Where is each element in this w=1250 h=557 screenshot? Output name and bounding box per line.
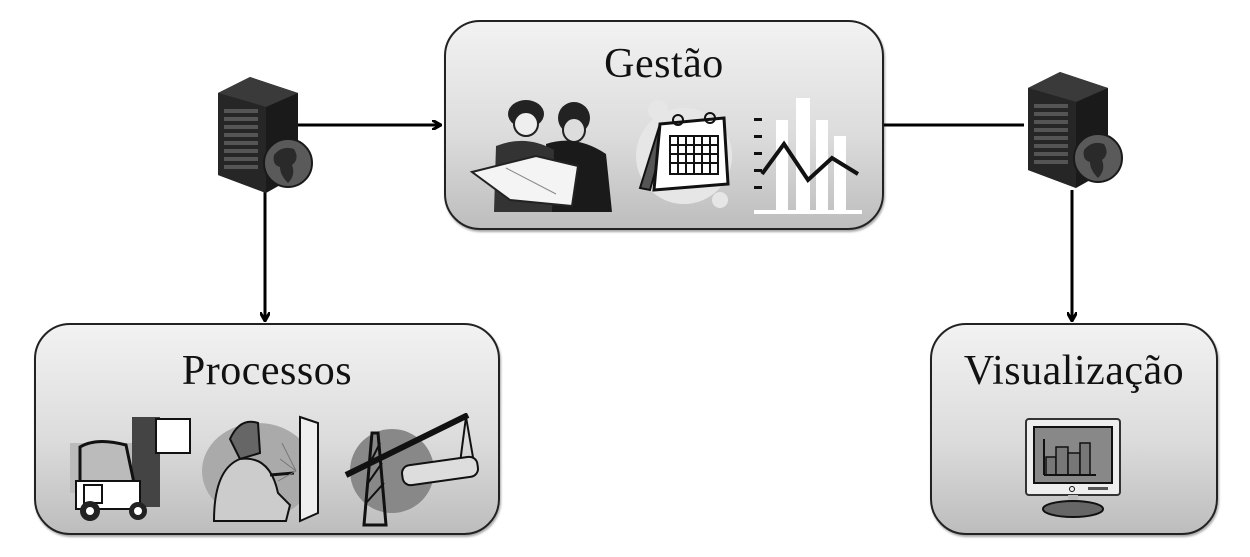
web-server-globe-icon (1028, 72, 1123, 188)
web-server-globe-icon (218, 77, 313, 193)
node-processos: Processos (34, 323, 500, 535)
node-title: Processos (181, 348, 353, 394)
crane-icon (344, 413, 479, 527)
engineers-reviewing-plans-icon (469, 100, 612, 212)
forklift-icon (70, 417, 191, 521)
node-title: Visualização (963, 348, 1185, 394)
calendar-icon (636, 100, 732, 208)
node-title: Gestão (604, 41, 724, 87)
node-gestao: Gestão (444, 20, 884, 230)
monitor-chart-icon (1025, 418, 1121, 518)
node-visualizacao: Visualização (930, 323, 1218, 535)
welder-icon (202, 415, 319, 523)
bar-line-chart-icon (754, 98, 862, 214)
